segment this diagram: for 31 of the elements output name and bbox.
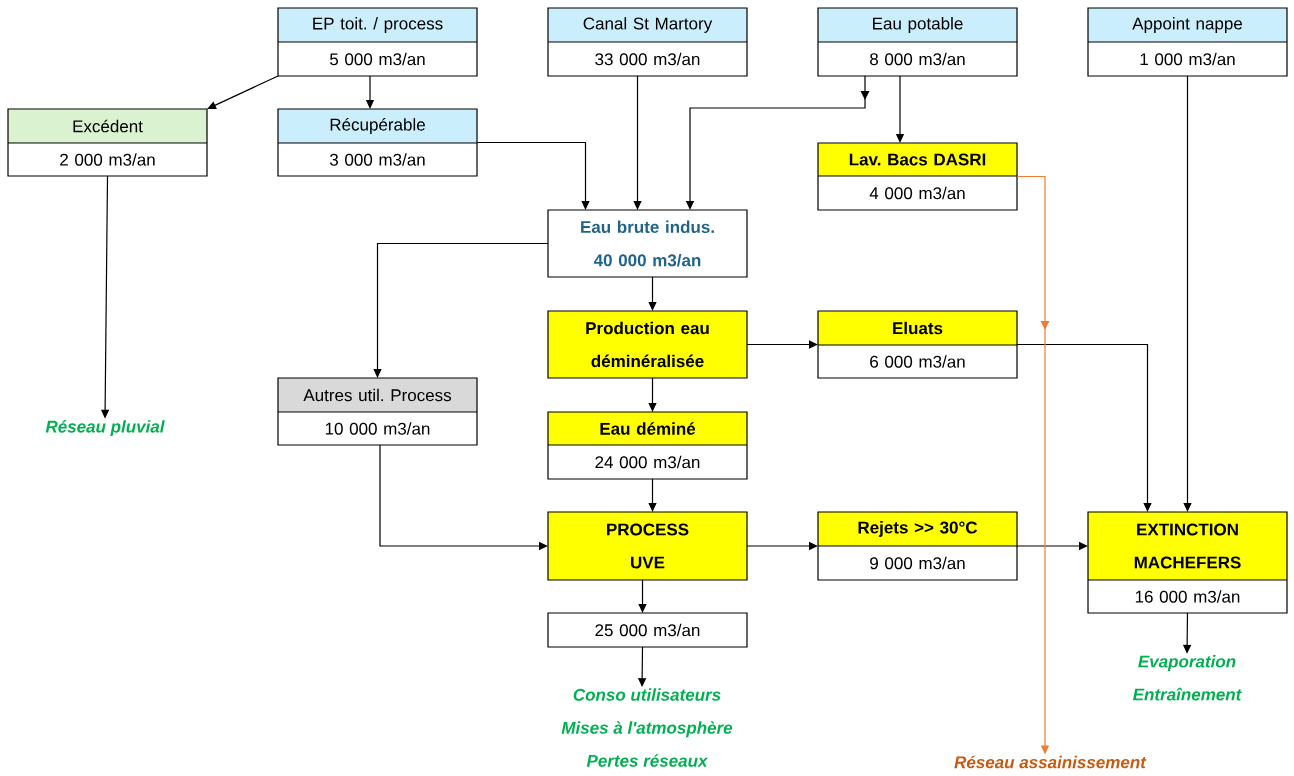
outlet-label: Réseau pluvial xyxy=(45,420,165,436)
flow-box: PROCESS UVE xyxy=(547,511,748,581)
flow-box: Canal St Martory 33 000 m3/an xyxy=(547,7,748,77)
arrow xyxy=(1183,75,1192,512)
arrow xyxy=(1016,343,1152,512)
outlet-label: Evaporation Entraînement xyxy=(1133,655,1242,701)
flow-box: Récupérable 3 000 m3/an xyxy=(277,108,478,177)
flow-box: Eau brute indus. 40 000 m3/an xyxy=(547,209,748,278)
arrow xyxy=(648,478,657,512)
flow-box: Production eau déminéralisée xyxy=(547,310,748,379)
arrow xyxy=(638,579,647,613)
outlet-label: Réseau assainissement xyxy=(954,755,1147,769)
flow-box: Autres util. Process 10 000 m3/an xyxy=(277,377,478,446)
flow-box: EP toit. / process 5 000 m3/an xyxy=(277,7,478,77)
flow-box: EXTINCTION MACHEFERS 16 000 m3/an xyxy=(1087,511,1288,614)
flow-box: 25 000 m3/an xyxy=(547,612,748,648)
flow-box: Excédent 2 000 m3/an xyxy=(7,108,208,177)
flow-box: Eau potable 8 000 m3/an xyxy=(817,7,1018,77)
arrow xyxy=(746,340,818,349)
arrow xyxy=(207,75,279,109)
flow-box: Eau déminé 24 000 m3/an xyxy=(547,411,748,480)
arrow xyxy=(648,276,657,311)
flow-box: Lav. Bacs DASRI 4 000 m3/an xyxy=(817,142,1018,211)
flow-box: Eluats 6 000 m3/an xyxy=(817,310,1018,379)
arrow xyxy=(633,75,642,210)
outlet-label: Conso utilisateurs Mises à l'atmosphère Pertes réseaux xyxy=(561,688,733,767)
flow-box: Rejets >> 30°C 9 000 m3/an xyxy=(817,511,1018,581)
flow-box: Appoint nappe 1 000 m3/an xyxy=(1087,7,1288,77)
arrow xyxy=(373,242,549,378)
arrow xyxy=(648,377,657,412)
arrow xyxy=(476,141,590,210)
